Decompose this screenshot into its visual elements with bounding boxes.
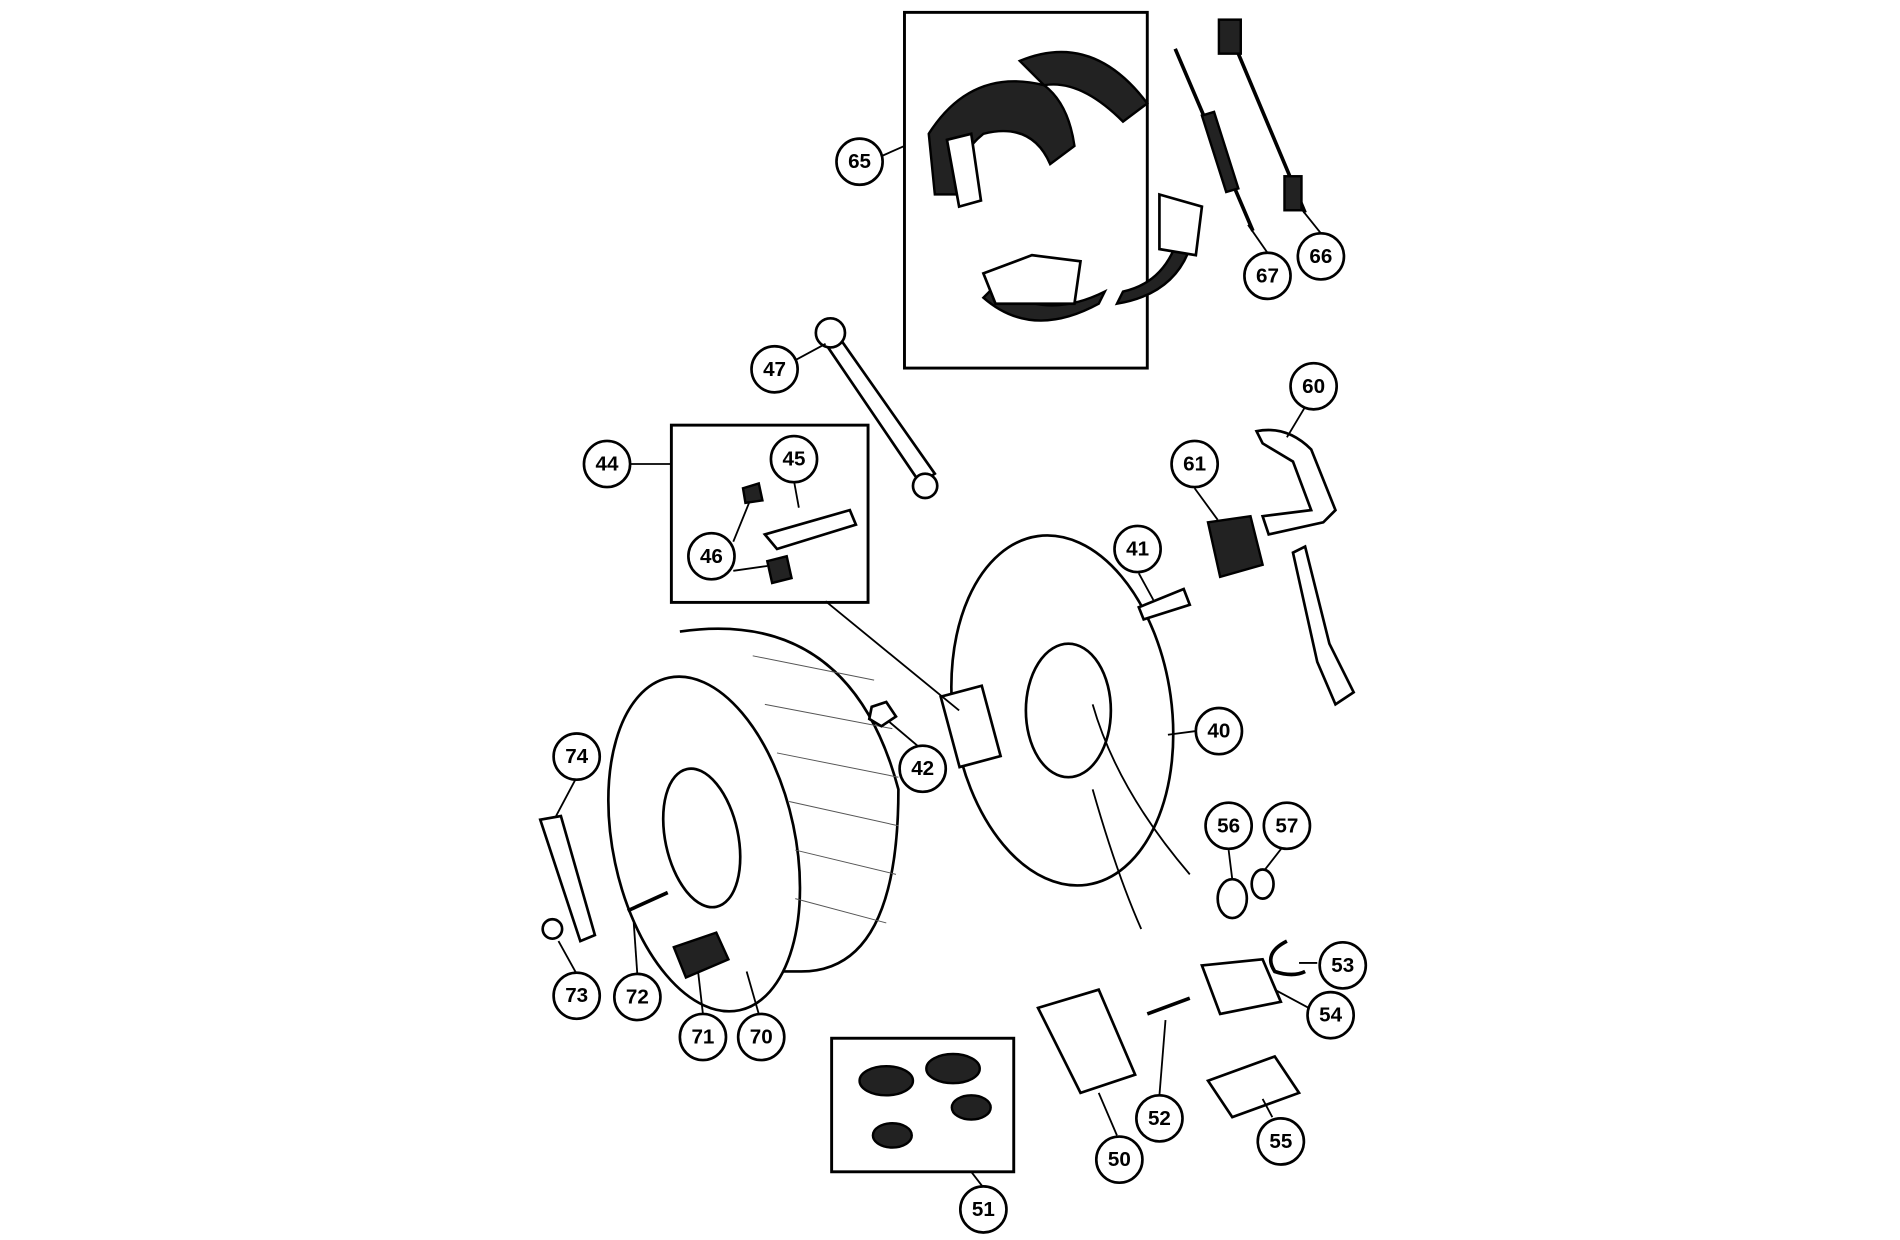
return-springs: [1173, 18, 1307, 232]
callout-47: 47: [750, 344, 799, 394]
small-parts: [538, 428, 1356, 1149]
svg-text:44: 44: [596, 452, 619, 475]
callout-70: 70: [736, 1012, 786, 1062]
leader-lines: [555, 145, 1322, 1189]
svg-text:45: 45: [783, 448, 806, 471]
callout-61: 61: [1170, 439, 1220, 489]
svg-text:42: 42: [911, 757, 934, 780]
callout-66: 66: [1296, 231, 1346, 281]
callout-54: 54: [1306, 990, 1356, 1040]
callout-73: 73: [552, 971, 602, 1021]
callout-65: 65: [835, 137, 884, 187]
callout-41: 41: [1113, 524, 1162, 574]
svg-text:72: 72: [626, 985, 649, 1008]
callout-56: 56: [1204, 801, 1254, 851]
svg-text:52: 52: [1148, 1107, 1171, 1130]
callout-51: 51: [958, 1185, 1008, 1234]
svg-text:71: 71: [691, 1026, 714, 1049]
bleed-screw: [741, 481, 858, 585]
svg-text:51: 51: [972, 1198, 995, 1221]
callout-44: 44: [582, 439, 632, 489]
callout-53: 53: [1318, 940, 1368, 990]
brake-shoe-kit-box: [903, 10, 1149, 370]
svg-text:65: 65: [848, 150, 871, 173]
svg-text:61: 61: [1183, 452, 1206, 475]
svg-text:47: 47: [763, 358, 786, 381]
bleed-screw-kit-box: [669, 423, 870, 604]
callout-60: 60: [1289, 361, 1339, 411]
svg-text:70: 70: [750, 1026, 773, 1049]
brake-shoes: [927, 50, 1204, 322]
svg-text:66: 66: [1309, 245, 1332, 268]
svg-text:67: 67: [1256, 264, 1279, 287]
svg-text:53: 53: [1331, 954, 1354, 977]
svg-text:50: 50: [1108, 1148, 1131, 1171]
svg-text:57: 57: [1275, 814, 1298, 837]
svg-text:74: 74: [565, 745, 588, 768]
svg-text:60: 60: [1302, 375, 1325, 398]
svg-text:40: 40: [1207, 720, 1230, 743]
callout-50: 50: [1094, 1135, 1144, 1185]
callout-52: 52: [1135, 1093, 1184, 1143]
callout-71: 71: [678, 1012, 728, 1062]
svg-text:41: 41: [1126, 537, 1149, 560]
seal-kit-box: [830, 1036, 1016, 1174]
callout-72: 72: [612, 972, 662, 1022]
svg-text:54: 54: [1319, 1004, 1342, 1027]
brake-drum: [606, 627, 900, 1013]
callout-67: 67: [1243, 251, 1292, 301]
svg-text:73: 73: [565, 984, 588, 1007]
adjuster-spanner: [814, 316, 939, 500]
callout-40: 40: [1194, 706, 1244, 756]
callout-57: 57: [1262, 801, 1312, 851]
backplate: [939, 534, 1175, 887]
svg-text:55: 55: [1269, 1130, 1292, 1153]
callout-42: 42: [898, 744, 948, 794]
svg-text:46: 46: [700, 545, 723, 568]
callout-55: 55: [1256, 1117, 1306, 1166]
callout-46: 46: [687, 531, 736, 581]
callout-45: 45: [769, 434, 819, 484]
callout-74: 74: [552, 732, 602, 781]
svg-text:56: 56: [1217, 814, 1240, 837]
